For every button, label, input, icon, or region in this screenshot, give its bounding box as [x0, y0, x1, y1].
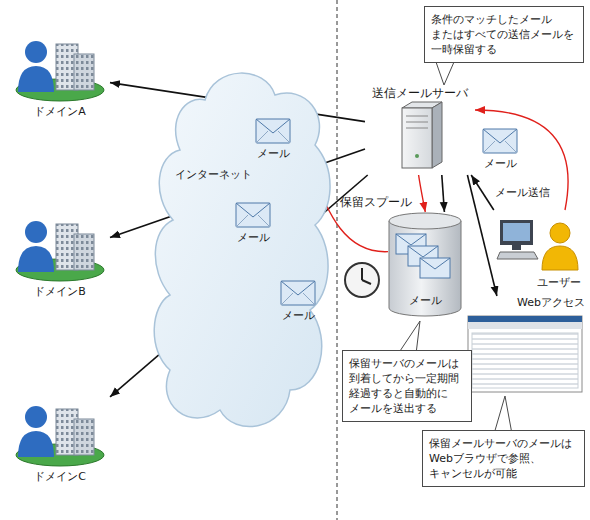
monitor [500, 220, 533, 245]
keyboard [497, 252, 538, 259]
envelope-body [236, 203, 270, 227]
node-label: メール [388, 294, 462, 308]
envelope-flap [256, 119, 290, 133]
envelope-flap [236, 203, 270, 217]
clock-hand [361, 268, 363, 280]
callout-box: 保留サーバのメールは 到着してから一定期間 経過すると自動的に メールを送出する [342, 350, 472, 422]
hold-flow-arrow [419, 175, 426, 212]
monitor-screen [503, 223, 530, 241]
envelope-fold [281, 293, 293, 305]
browser-table [472, 333, 578, 388]
envelope-fold [505, 141, 517, 153]
spooled-mail [420, 258, 450, 278]
browser-toolbar [468, 322, 582, 329]
browser-window [468, 316, 582, 392]
flow-arrow [442, 175, 445, 212]
envelope-fold [236, 215, 248, 227]
envelope-icon [235, 202, 271, 228]
mail-envelope: メール [235, 202, 271, 244]
envelope-fold [303, 293, 315, 305]
callout-text: 条件のマッチしたメール またはすべての送信メールを 一時保留する [431, 12, 577, 57]
cloud-outline [154, 73, 330, 426]
mail-envelope: メール [482, 128, 518, 170]
node-label: ドメインA [10, 105, 110, 119]
mail-server: 送信メールサーバ [365, 85, 475, 175]
envelope-fold [483, 141, 495, 153]
monitor-stand [512, 245, 521, 250]
cloud-shape [145, 60, 335, 440]
node-label: ドメインB [10, 285, 110, 299]
edge-label: メール送信 [493, 186, 552, 200]
domain-node: ドメインB [10, 210, 110, 300]
envelope-flap [408, 246, 438, 257]
envelope-body [256, 119, 290, 143]
server-slot [406, 122, 428, 123]
callout-tail [436, 62, 454, 85]
boundary-line [337, 0, 338, 520]
envelope-body [483, 129, 517, 153]
user-body [542, 246, 578, 270]
domain-icon [16, 406, 104, 466]
server-slot [406, 128, 428, 129]
envelope-flap [483, 129, 517, 143]
clock-hand [362, 280, 371, 284]
callout-text: 保留サーバのメールは 到着してから一定期間 経過すると自動的に メールを送出する [349, 356, 465, 416]
callout-text: 保留メールサーバのメールは Webブラウザで参照、 キャンセルが可能 [429, 436, 578, 481]
internet-cloud: インターネットメールメールメール [145, 60, 335, 440]
user-node: ユーザー [490, 210, 582, 290]
callout-box: 条件のマッチしたメール またはすべての送信メールを 一時保留する [424, 6, 584, 63]
hold-flow-arrow [475, 110, 568, 210]
node-label: メール [249, 147, 297, 161]
node-label: メール [274, 309, 322, 323]
mail-envelope: メール [255, 118, 291, 160]
envelope-fold [278, 131, 290, 143]
web-browser: Webアクセス [465, 296, 585, 395]
server-slot [406, 116, 428, 117]
clock [345, 263, 379, 297]
hold-spool: 保留スプールメール [388, 212, 462, 318]
cylinder-top [389, 213, 461, 229]
envelope-icon [482, 128, 518, 154]
user-head [550, 223, 570, 243]
envelope-flap [281, 281, 315, 295]
envelope-flap [396, 234, 426, 245]
envelope-fold [258, 215, 270, 227]
browser-titlebar [468, 316, 582, 322]
node-label: 保留スプール [340, 195, 412, 209]
node-label: 送信メールサーバ [365, 86, 475, 100]
cylinder-body [389, 221, 461, 316]
node-label: ドメインC [10, 470, 110, 484]
callout-tail [494, 396, 512, 434]
domain-node: ドメインA [10, 30, 110, 120]
domain-node: ドメインC [10, 395, 110, 485]
domain-icon [16, 41, 104, 101]
envelope-icon [280, 280, 316, 306]
node-label: Webアクセス [510, 296, 585, 310]
node-label: メール [229, 231, 277, 245]
envelope-icon [255, 118, 291, 144]
mail-envelope: メール [280, 280, 316, 322]
envelope-body [420, 258, 450, 278]
envelope-fold [256, 131, 268, 143]
server-side [432, 102, 442, 168]
callout-box: 保留メールサーバのメールは Webブラウザで参照、 キャンセルが可能 [422, 430, 585, 487]
server-led [415, 154, 419, 158]
node-label: メール [476, 157, 524, 171]
node-label: ユーザー [536, 276, 582, 290]
node-label: インターネット [175, 168, 265, 182]
server-front [402, 108, 432, 168]
domain-icon [16, 221, 104, 281]
envelope-flap [420, 258, 450, 269]
envelope-body [281, 281, 315, 305]
